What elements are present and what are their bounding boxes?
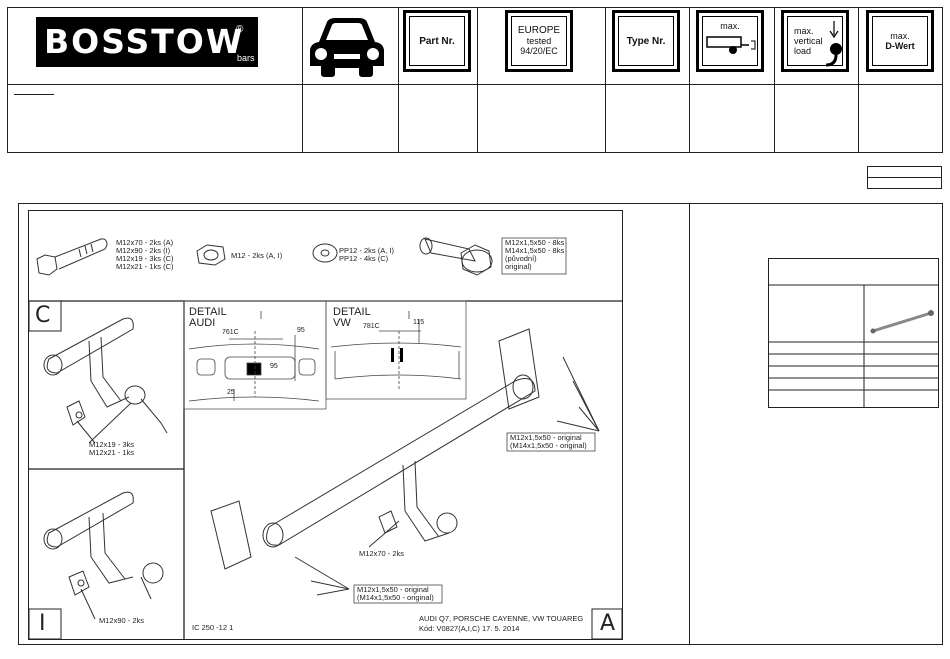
d-wert-line2: D-Wert [885, 41, 915, 51]
europe-line3: 94/20/EC [520, 46, 558, 56]
panel-i-label: M12x90 - 2ks [99, 616, 145, 625]
right-bolt-line: (M14x1,5x50 - original) [510, 441, 587, 450]
underline-mark [14, 94, 54, 95]
header-table [7, 7, 943, 153]
part-nr-label: Part Nr. [419, 35, 455, 47]
header-divider [398, 8, 399, 152]
bolt-line: M14x1,5x50 - 8ks [505, 246, 565, 255]
bolt-line: (původní) [505, 254, 537, 263]
header-row-divider [8, 84, 942, 85]
detail-audi-dim1: 761C [222, 329, 239, 336]
detail-audi-line: AUDI [189, 317, 216, 329]
nut-label: M12 - 2ks (A, I) [231, 251, 283, 260]
small-box-bottom [867, 177, 942, 189]
detail-vw-title: DETAIL VW [333, 307, 371, 329]
panel-a-letter: A [600, 611, 616, 636]
detail-audi-line: DETAIL [189, 306, 227, 318]
type-nr-label: Type Nr. [626, 35, 666, 47]
header-divider [605, 8, 606, 152]
detail-audi-title: DETAIL AUDI [189, 307, 227, 329]
max-vertical-line3: load [794, 46, 812, 56]
header-divider [302, 8, 303, 152]
header-divider [477, 8, 478, 152]
europe-tested-box: EUROPE tested 94/20/EC [505, 10, 573, 72]
torque-table [768, 258, 939, 408]
parts-list-1: M12x70 - 2ks (A) M12x90 - 2ks (I) M12x19… [116, 239, 174, 271]
panel-c-labels: M12x19 - 3ks M12x21 - 1ks [89, 441, 134, 457]
d-wert-line1: max. [890, 31, 910, 41]
right-bolt-line: M12x1,5x50 - original [510, 433, 582, 442]
lower-bolts-label: M12x1,5x50 - original (M14x1,5x50 - orig… [357, 586, 434, 602]
car-front-icon [305, 16, 389, 78]
washer-list: PP12 - 2ks (A, I) PP12 - 4ks (C) [339, 247, 394, 263]
d-wert-box: max. D-Wert [866, 10, 934, 72]
bosstow-logo: BOSSTOW ® bars [36, 17, 258, 67]
detail-vw-dim1: 781C [363, 323, 380, 330]
logo-text: BOSSTOW [44, 22, 245, 61]
washer-line: PP12 - 2ks (A, I) [339, 246, 395, 255]
lower-bolt-line: M12x1,5x50 - original [357, 585, 429, 594]
torque-wrench-icon [870, 310, 934, 334]
detail-audi-dim4: 25 [227, 389, 235, 396]
type-nr-box: Type Nr. [612, 10, 680, 72]
part-line: M12x21 - 1ks (C) [116, 262, 174, 271]
vehicles-label: AUDI Q7, PORSCHE CAYENNE, VW TOUAREG [419, 614, 584, 623]
trailer-icon [706, 36, 756, 54]
lower-bolt-line: (M14x1,5x50 - original) [357, 593, 434, 602]
detail-vw-dim2: 115 [413, 319, 425, 326]
detail-audi-dim3: 95 [270, 363, 278, 370]
bolt-line: M12x1,5x50 - 8ks [505, 238, 565, 247]
part-line: M12x70 - 2ks (A) [116, 238, 174, 247]
part-nr-box: Part Nr. [403, 10, 471, 72]
europe-line1: EUROPE [517, 25, 561, 36]
frame-divider [689, 204, 690, 644]
max-vertical-load-box: max. vertical load [781, 10, 849, 72]
ic-code: IC 250 -12 1 [192, 623, 234, 632]
instructions-frame [18, 203, 943, 645]
right-bolts-label: M12x1,5x50 - original (M14x1,5x50 - orig… [510, 434, 587, 450]
assembly-drawing: M12x70 - 2ks (A) M12x90 - 2ks (I) M12x19… [28, 210, 623, 640]
header-divider [858, 8, 859, 152]
panel-c-line: M12x19 - 3ks [89, 440, 135, 449]
part-line: M12x90 - 2ks (I) [116, 246, 171, 255]
washer-line: PP12 - 4ks (C) [339, 254, 389, 263]
max-vertical-line2: vertical [794, 36, 823, 46]
towball-down-arrow-icon [825, 21, 842, 67]
europe-line2: tested [526, 36, 552, 46]
logo-sub: bars [237, 53, 255, 63]
bolt-list-boxed: M12x1,5x50 - 8ks M14x1,5x50 - 8ks (původ… [505, 239, 564, 271]
panel-i-letter: I [39, 611, 46, 636]
part-line: M12x19 - 3ks (C) [116, 254, 174, 263]
max-trailer-label: max. [720, 21, 740, 31]
detail-vw-line: VW [333, 317, 351, 329]
bolt-line: original) [505, 262, 532, 271]
max-trailer-box: max. [696, 10, 764, 72]
header-divider [774, 8, 775, 152]
header-divider [689, 8, 690, 152]
max-vertical-line1: max. [794, 26, 814, 36]
code-line: Kód: V0827(A,I,C) 17. 5. 2014 [419, 624, 520, 633]
panel-c-letter: C [35, 303, 51, 328]
detail-audi-dim2: 95 [297, 327, 305, 334]
panel-c-line: M12x21 - 1ks [89, 448, 135, 457]
center-label: M12x70 - 2ks [359, 549, 405, 558]
logo-registered: ® [236, 24, 244, 35]
detail-vw-line: DETAIL [333, 306, 371, 318]
